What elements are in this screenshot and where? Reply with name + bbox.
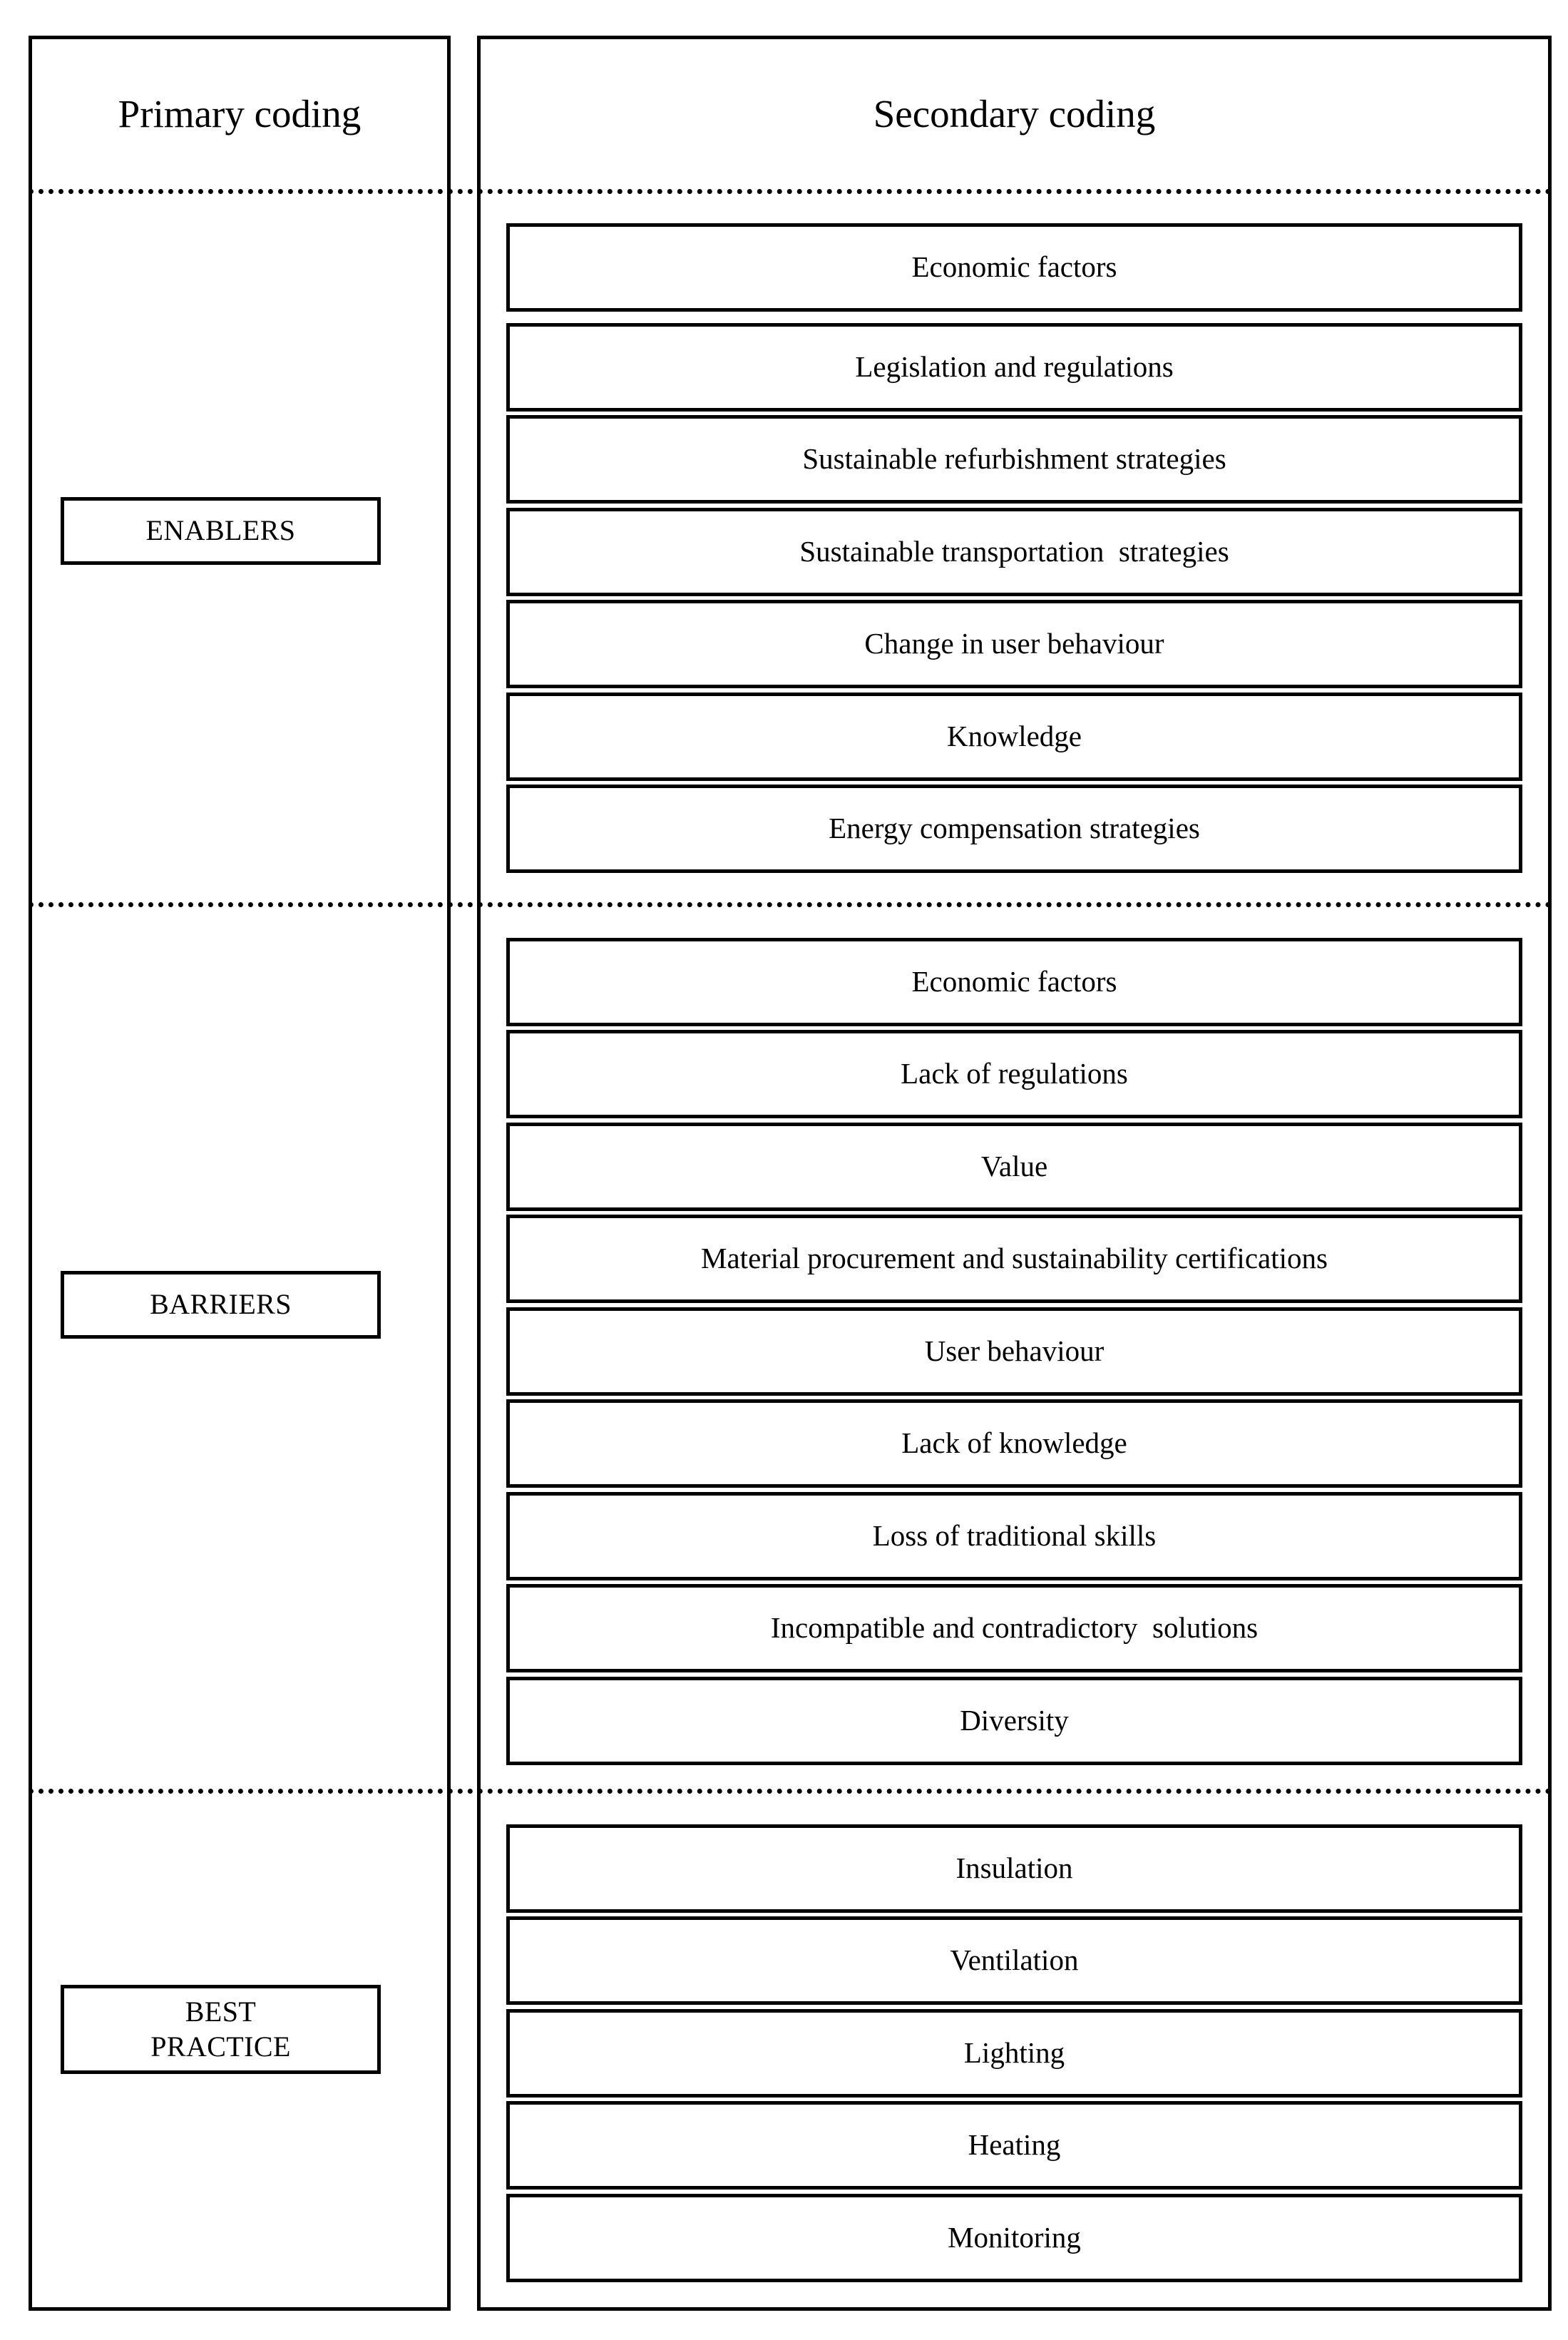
secondary-item-label: Knowledge xyxy=(946,720,1082,753)
primary-coding-column-frame xyxy=(29,36,451,2311)
section-divider-header-enablers xyxy=(29,189,1552,194)
primary-label-enablers: ENABLERS xyxy=(61,497,381,565)
secondary-item-box: Monitoring xyxy=(506,2194,1522,2282)
secondary-item-label: Loss of traditional skills xyxy=(872,1519,1157,1553)
secondary-coding-header: Secondary coding xyxy=(873,92,1156,136)
secondary-item-label: Lighting xyxy=(963,2036,1065,2070)
secondary-item-box: Material procurement and sustainability … xyxy=(506,1215,1522,1303)
secondary-item-label: Ventilation xyxy=(950,1943,1079,1977)
section-divider-barriers-bestpractice xyxy=(29,1789,1552,1794)
primary-label-best-practice-line-1: BEST xyxy=(185,1995,257,2028)
secondary-item-label: Change in user behaviour xyxy=(864,627,1164,660)
secondary-item-box: Energy compensation strategies xyxy=(506,785,1522,873)
secondary-item-label: Economic factors xyxy=(911,965,1117,998)
secondary-item-label: Heating xyxy=(968,2128,1061,2162)
secondary-item-label: Insulation xyxy=(955,1851,1073,1885)
primary-label-best-practice-line-2: PRACTICE xyxy=(150,2030,291,2063)
secondary-item-box: Knowledge xyxy=(506,693,1522,781)
secondary-item-label: Legislation and regulations xyxy=(855,350,1174,384)
secondary-item-box: Diversity xyxy=(506,1677,1522,1765)
secondary-item-label: Sustainable refurbishment strategies xyxy=(802,442,1226,476)
secondary-item-label: Material procurement and sustainability … xyxy=(701,1242,1328,1275)
secondary-item-box: Lack of knowledge xyxy=(506,1399,1522,1488)
secondary-item-label: Diversity xyxy=(960,1704,1069,1737)
secondary-item-label: Value xyxy=(980,1150,1048,1183)
section-divider-enablers-barriers xyxy=(29,902,1552,907)
secondary-item-box: Value xyxy=(506,1123,1522,1211)
secondary-item-label: Monitoring xyxy=(948,2221,1081,2254)
secondary-item-box: Lack of regulations xyxy=(506,1030,1522,1118)
secondary-item-label: Lack of knowledge xyxy=(901,1426,1127,1460)
secondary-item-box: Sustainable refurbishment strategies xyxy=(506,415,1522,504)
primary-label-enablers-text: ENABLERS xyxy=(145,514,296,547)
secondary-coding-column-frame xyxy=(477,36,1552,2311)
secondary-item-label: Sustainable transportation strategies xyxy=(799,535,1229,568)
secondary-item-box: Legislation and regulations xyxy=(506,323,1522,412)
secondary-item-box: Economic factors xyxy=(506,938,1522,1026)
secondary-item-label: Incompatible and contradictory solutions xyxy=(770,1611,1259,1645)
secondary-item-box: Insulation xyxy=(506,1824,1522,1913)
secondary-item-box: Loss of traditional skills xyxy=(506,1492,1522,1580)
secondary-item-label: Economic factors xyxy=(911,250,1117,284)
secondary-item-box: Ventilation xyxy=(506,1916,1522,2005)
secondary-item-label: User behaviour xyxy=(924,1334,1105,1368)
secondary-item-box: Sustainable transportation strategies xyxy=(506,508,1522,596)
secondary-item-box: Incompatible and contradictory solutions xyxy=(506,1584,1522,1672)
primary-label-best-practice: BEST PRACTICE xyxy=(61,1985,381,2074)
secondary-item-box: Lighting xyxy=(506,2009,1522,2098)
primary-label-barriers-text: BARRIERS xyxy=(150,1288,292,1321)
secondary-item-box: Change in user behaviour xyxy=(506,600,1522,688)
secondary-item-box: Economic factors xyxy=(506,223,1522,312)
primary-coding-header: Primary coding xyxy=(118,92,362,136)
secondary-item-label: Energy compensation strategies xyxy=(829,812,1200,845)
secondary-item-box: User behaviour xyxy=(506,1307,1522,1396)
primary-label-barriers: BARRIERS xyxy=(61,1271,381,1339)
secondary-item-box: Heating xyxy=(506,2101,1522,2190)
secondary-item-label: Lack of regulations xyxy=(901,1057,1128,1090)
